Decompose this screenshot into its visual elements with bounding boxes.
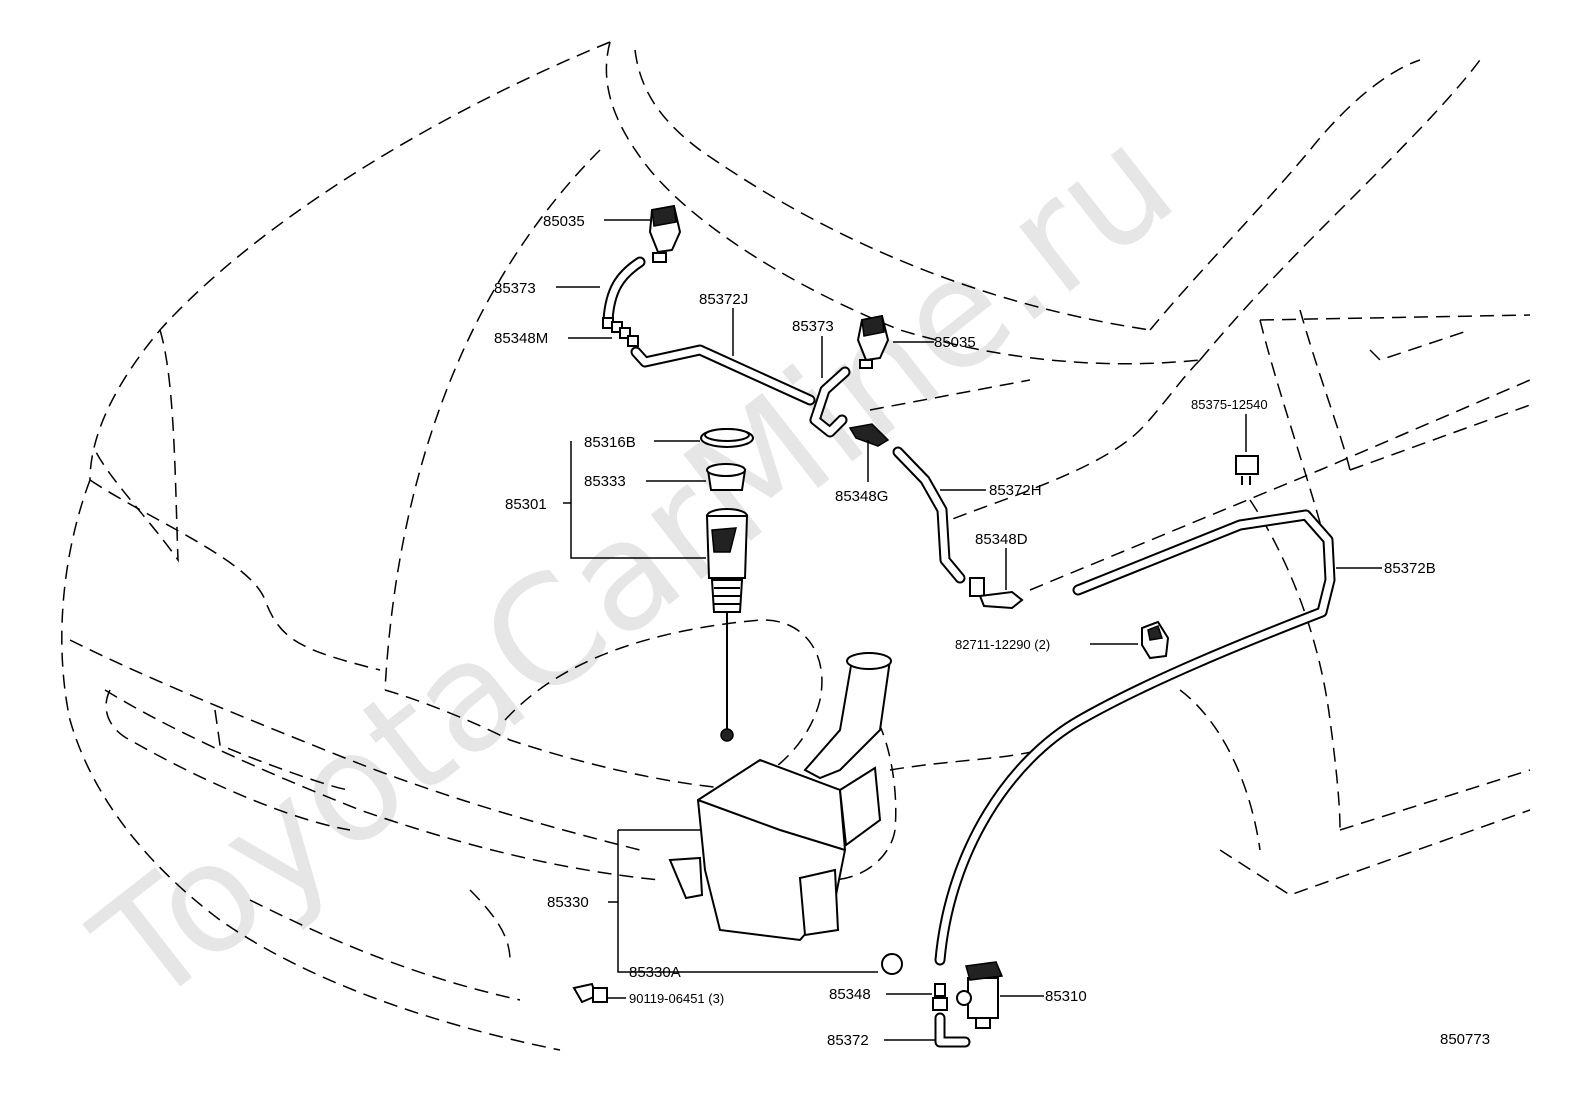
diagram-id: 850773 xyxy=(1440,1031,1490,1048)
mounting-bolt xyxy=(572,982,608,1004)
callout-82711-12290: 82711-12290 (2) xyxy=(955,637,1050,652)
washer-strainer xyxy=(706,463,747,491)
washer-reservoir-tank xyxy=(668,652,892,942)
callout-85348: 85348 xyxy=(829,986,871,1003)
washer-hoses xyxy=(602,256,1336,1048)
callout-90119-06451: 90119-06451 (3) xyxy=(629,991,724,1006)
washer-nozzle-right xyxy=(856,314,890,369)
callout-85330: 85330 xyxy=(547,894,589,911)
washer-nozzle-left xyxy=(648,204,682,263)
callout-85372j: 85372J xyxy=(699,291,748,308)
washer-filler-neck xyxy=(705,508,749,742)
washer-pump xyxy=(956,961,1004,1029)
callout-85035-left: 85035 xyxy=(543,213,585,230)
callout-85035-right: 85035 xyxy=(934,334,976,351)
leader-lines xyxy=(556,219,1382,1041)
grommet xyxy=(881,953,903,975)
callout-85372b: 85372B xyxy=(1384,560,1436,577)
hose-clip xyxy=(1235,455,1259,485)
callout-85301: 85301 xyxy=(505,496,547,513)
callout-85333: 85333 xyxy=(584,473,626,490)
callout-85330a: 85330A xyxy=(629,964,681,981)
callout-85372h: 85372H xyxy=(989,482,1042,499)
callout-85375-12540: 85375-12540 xyxy=(1191,397,1268,412)
callout-85348m: 85348M xyxy=(494,330,548,347)
callout-85348g: 85348G xyxy=(835,488,888,505)
callout-85372: 85372 xyxy=(827,1032,869,1049)
washer-filler-cap xyxy=(700,428,754,448)
callout-85310: 85310 xyxy=(1045,988,1087,1005)
watermark: ToyotaCarMine.ru xyxy=(64,94,1205,1038)
car-body-outline xyxy=(61,41,1531,1051)
hose-joints xyxy=(602,317,1024,1011)
callout-85348d: 85348D xyxy=(975,531,1028,548)
callout-85373-left: 85373 xyxy=(494,280,536,297)
part-number-callouts: 85035 85373 85348M 85372J 85373 85035 85… xyxy=(494,213,1490,1049)
callout-85316b: 85316B xyxy=(584,434,636,451)
hose-clamp xyxy=(1141,620,1170,660)
callout-85373-right: 85373 xyxy=(792,318,834,335)
